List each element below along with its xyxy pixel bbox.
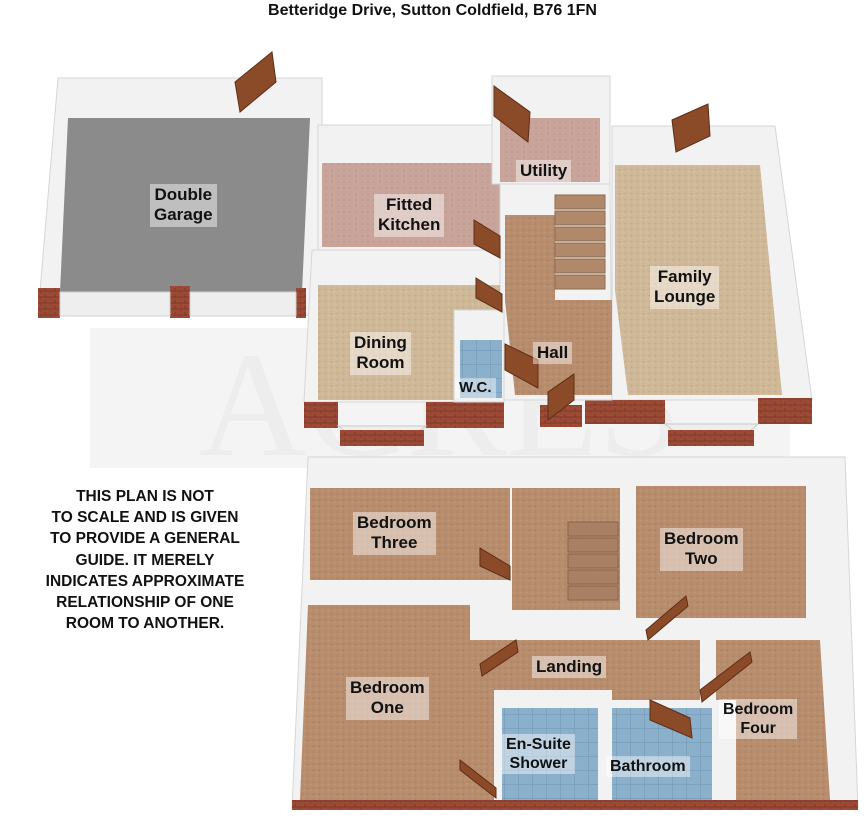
label-en-suite-shower: En-Suite Shower xyxy=(502,734,575,775)
hall-room xyxy=(499,183,613,427)
label-landing: Landing xyxy=(532,656,607,679)
bedroom-one-room xyxy=(300,605,510,800)
bedroom-four-room xyxy=(716,640,830,800)
wc-room xyxy=(453,309,505,403)
ground-staircase xyxy=(554,194,606,290)
label-utility: Utility xyxy=(516,160,572,183)
landing-stairs xyxy=(512,488,620,610)
label-bedroom-two: Bedroom Two xyxy=(660,528,743,571)
first-floor-brick xyxy=(292,800,858,810)
label-fitted-kitchen: Fitted Kitchen xyxy=(374,194,445,237)
label-bathroom: Bathroom xyxy=(606,756,690,778)
landing-room xyxy=(510,640,700,700)
label-dining-room: Dining Room xyxy=(350,332,411,375)
label-bedroom-one: Bedroom One xyxy=(346,677,429,720)
bedroom-three-room xyxy=(310,488,510,580)
en-suite-room xyxy=(502,708,598,800)
double-garage-room xyxy=(37,77,323,318)
label-bedroom-three: Bedroom Three xyxy=(353,512,436,555)
disclaimer-note: THIS PLAN IS NOT TO SCALE AND IS GIVEN T… xyxy=(45,488,245,633)
label-wc: W.C. xyxy=(455,378,496,398)
fitted-kitchen-room xyxy=(317,124,500,251)
first-staircase xyxy=(567,521,619,601)
label-double-garage: Double Garage xyxy=(150,184,217,227)
label-bedroom-four: Bedroom Four xyxy=(719,699,798,740)
family-lounge-room xyxy=(585,125,813,446)
label-family-lounge: Family Lounge xyxy=(650,266,720,309)
doors xyxy=(234,51,753,800)
bedroom-two-room xyxy=(636,486,806,618)
label-hall: Hall xyxy=(533,342,573,365)
page-title: Betteridge Drive, Sutton Coldfield, B76 … xyxy=(268,2,597,19)
